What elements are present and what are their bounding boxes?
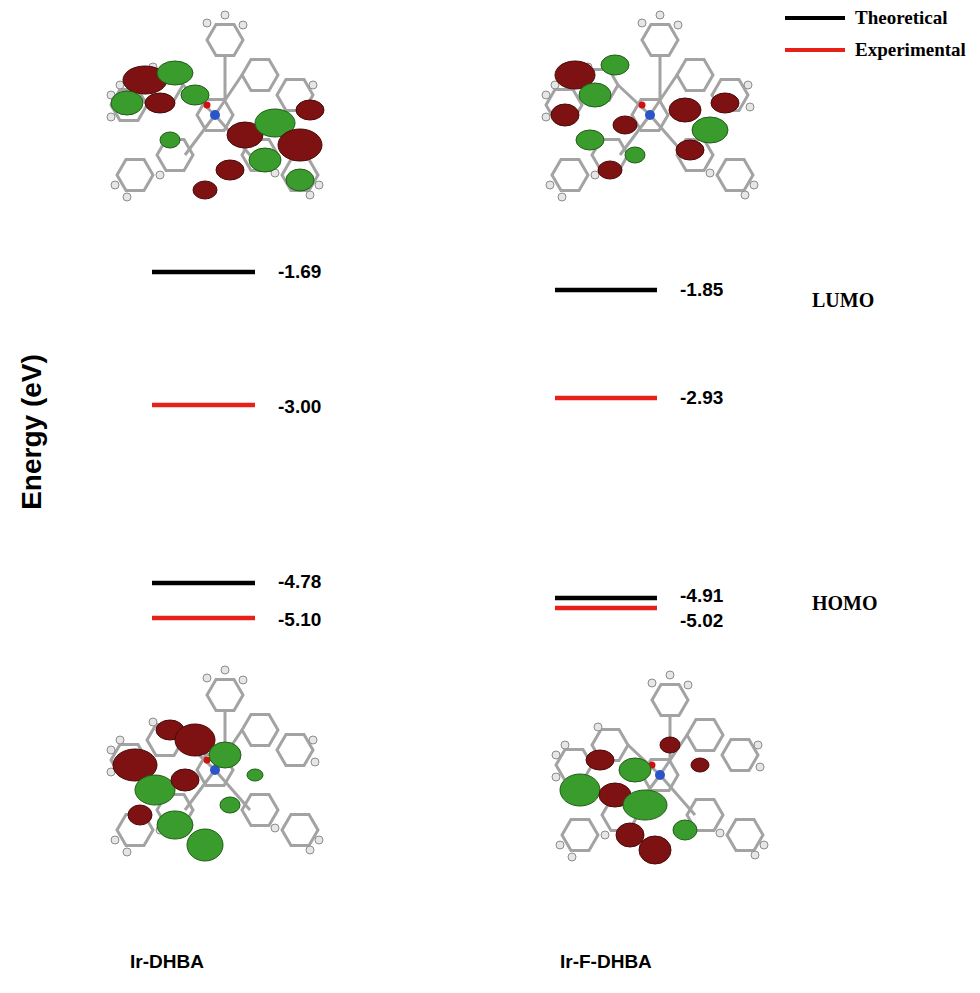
legend-sample <box>785 48 845 52</box>
experimental-level <box>555 396 657 401</box>
energy-value: -1.85 <box>680 280 723 301</box>
legend-sample <box>785 16 845 20</box>
energy-value: -1.69 <box>278 262 321 283</box>
energy-value: -5.10 <box>278 610 321 631</box>
energy-value: -5.02 <box>680 611 723 632</box>
theoretical-level <box>152 581 255 586</box>
axis-title: Energy (eV) <box>17 354 48 510</box>
orbital-label: LUMO <box>812 289 874 311</box>
experimental-level <box>152 616 255 621</box>
orbital-label: HOMO <box>812 592 878 614</box>
energy-value: -4.91 <box>680 586 723 607</box>
theoretical-level <box>555 596 657 601</box>
complex-name: Ir-F-DHBA <box>560 952 652 973</box>
energy-value: -3.00 <box>278 397 321 418</box>
energy-value: -2.93 <box>680 388 723 409</box>
theoretical-level <box>152 270 255 275</box>
legend-entry: Theoretical <box>855 8 948 29</box>
experimental-level <box>152 403 255 408</box>
experimental-level <box>555 606 657 611</box>
complex-name: Ir-DHBA <box>130 952 204 973</box>
theoretical-level <box>555 288 657 293</box>
legend-entry: Experimental <box>855 40 966 61</box>
energy-value: -4.78 <box>278 572 321 593</box>
